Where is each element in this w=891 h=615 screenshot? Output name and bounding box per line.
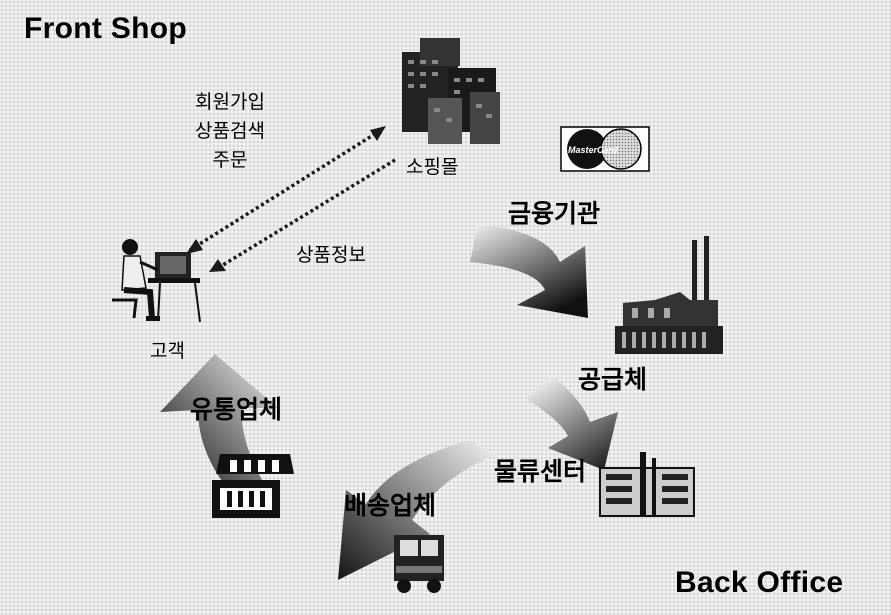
delivery-truck-icon [394, 535, 444, 593]
logistics-center-building-icon [599, 452, 695, 517]
product-info-label: 상품정보 [296, 244, 366, 266]
mastercard-card-icon: MasterCard [560, 126, 650, 172]
customer-actions: 회원가입 상품검색 주문 [195, 88, 265, 175]
arrow-delivery-to-distribution [160, 354, 278, 484]
product-info-line [217, 158, 396, 270]
arrow-supplier-to-logistics [525, 375, 618, 470]
order-request-arrowtail [186, 239, 203, 254]
action-product-search: 상품검색 [195, 120, 265, 142]
stage-delivery-company: 배송업체 [344, 491, 437, 520]
front-shop-title: Front Shop [24, 12, 187, 45]
stage-logistics-center: 물류센터 [494, 457, 587, 486]
arrow-logistics-to-delivery [338, 440, 495, 580]
stage-supplier: 공급체 [578, 365, 648, 394]
factory-icon [615, 236, 723, 354]
shopping-mall-building-icon [402, 38, 500, 144]
back-office-title: Back Office [675, 566, 844, 599]
shopping-mall-label: 소핑몰 [406, 156, 459, 178]
stage-distribution-company: 유통업체 [190, 395, 283, 424]
arrow-finance-to-supplier [470, 225, 588, 318]
product-info-arrowhead [209, 259, 226, 272]
customer-label: 고객 [150, 340, 185, 362]
card-label: MasterCard [568, 145, 618, 155]
action-order: 주문 [212, 149, 248, 171]
action-signup: 회원가입 [195, 91, 265, 113]
order-request-arrowhead [370, 126, 386, 141]
order-request-line [189, 130, 379, 252]
retail-store-icon [212, 454, 294, 518]
customer-at-computer-icon [112, 239, 201, 323]
stage-financial-institution: 금융기관 [508, 199, 601, 228]
